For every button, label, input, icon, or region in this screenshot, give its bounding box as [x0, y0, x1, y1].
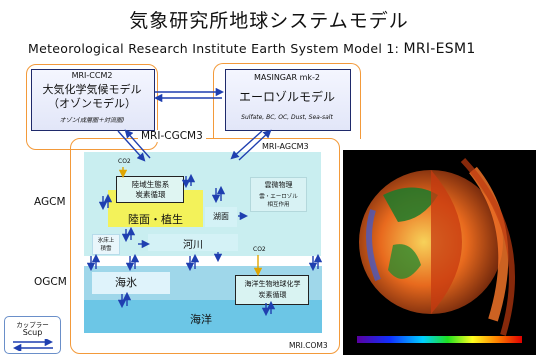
land-ecosystem-box — [116, 176, 184, 203]
globe-image — [357, 157, 522, 343]
coupler-legend: カップラー Scup — [4, 316, 61, 354]
ccm-frame — [26, 64, 158, 150]
ccm-line2: （オゾンモデル） — [48, 97, 136, 110]
globe-visualization — [343, 150, 536, 355]
page-subtitle: Meteorological Research Institute Earth … — [28, 41, 476, 57]
cgcm-label: MRI-CGCM3 — [138, 130, 206, 142]
ccm-name: MRI-CCM2 — [71, 71, 113, 80]
subtitle-text: Meteorological Research Institute Earth … — [28, 41, 404, 56]
river-box — [148, 234, 238, 251]
ccm-to-agcm-arrow — [117, 130, 146, 162]
masingar-box — [225, 69, 351, 131]
eco-ocean-line2: 炭素循環 — [258, 291, 287, 299]
ocean-label: 海洋 — [190, 313, 212, 326]
masingar-frame — [213, 63, 361, 139]
masingar-name: MASINGAR mk-2 — [254, 73, 320, 82]
cloud-line1: 雲微物理 — [264, 181, 293, 189]
eco-ocean-line1: 海洋生物地球化学 — [244, 280, 301, 288]
legend-line2: Scup — [22, 328, 43, 337]
side-label-agcm: AGCM — [34, 196, 66, 208]
co2-mid-label: CO2 — [253, 246, 266, 253]
sea-ice-box — [92, 272, 170, 294]
model-name: MRI-ESM1 — [403, 41, 476, 57]
snow-line2: 積雪 — [100, 246, 112, 252]
river-label: 河川 — [183, 240, 203, 251]
eco-land-line1: 陸域生態系 — [131, 180, 170, 189]
page-title: 気象研究所地球システムモデル — [129, 10, 409, 32]
legend-line1: カップラー — [16, 321, 49, 329]
lake-box — [205, 207, 237, 227]
cloud-line3: 相互作用 — [267, 202, 290, 208]
masingar-sub: Sulfate, BC, OC, Dust, Sea-salt — [241, 114, 333, 121]
cloud-microphysics-box — [250, 177, 307, 212]
ccm-sub: オゾン(成層圏＋対流圏) — [59, 117, 125, 124]
eco-land-line2: 炭素循環 — [135, 190, 166, 199]
co2-top-label: CO2 — [118, 158, 131, 165]
masingar-line1: エーロゾルモデル — [238, 90, 335, 104]
snow-box — [92, 234, 120, 255]
ccm-box — [31, 69, 155, 131]
ccm-line1: 大気化学気候モデル — [42, 83, 142, 96]
snow-line1: 氷床上 — [97, 238, 115, 244]
sea-ice-label: 海氷 — [115, 276, 137, 289]
agcm-model-label: MRI-AGCM3 — [262, 142, 309, 151]
side-label-ogcm: OGCM — [34, 276, 67, 288]
land-plants-label: 陸面・植生 — [128, 213, 183, 226]
agcm-to-ccm-arrow — [124, 129, 151, 159]
legend-arrows — [12, 339, 54, 351]
agcm-to-masingar-arrow — [238, 129, 272, 161]
masingar-to-agcm-arrow — [230, 130, 263, 160]
lake-label: 湖面 — [213, 212, 229, 221]
cloud-line2: 雲・エーロゾル — [259, 194, 298, 200]
com-label: MRI.COM3 — [289, 341, 328, 350]
